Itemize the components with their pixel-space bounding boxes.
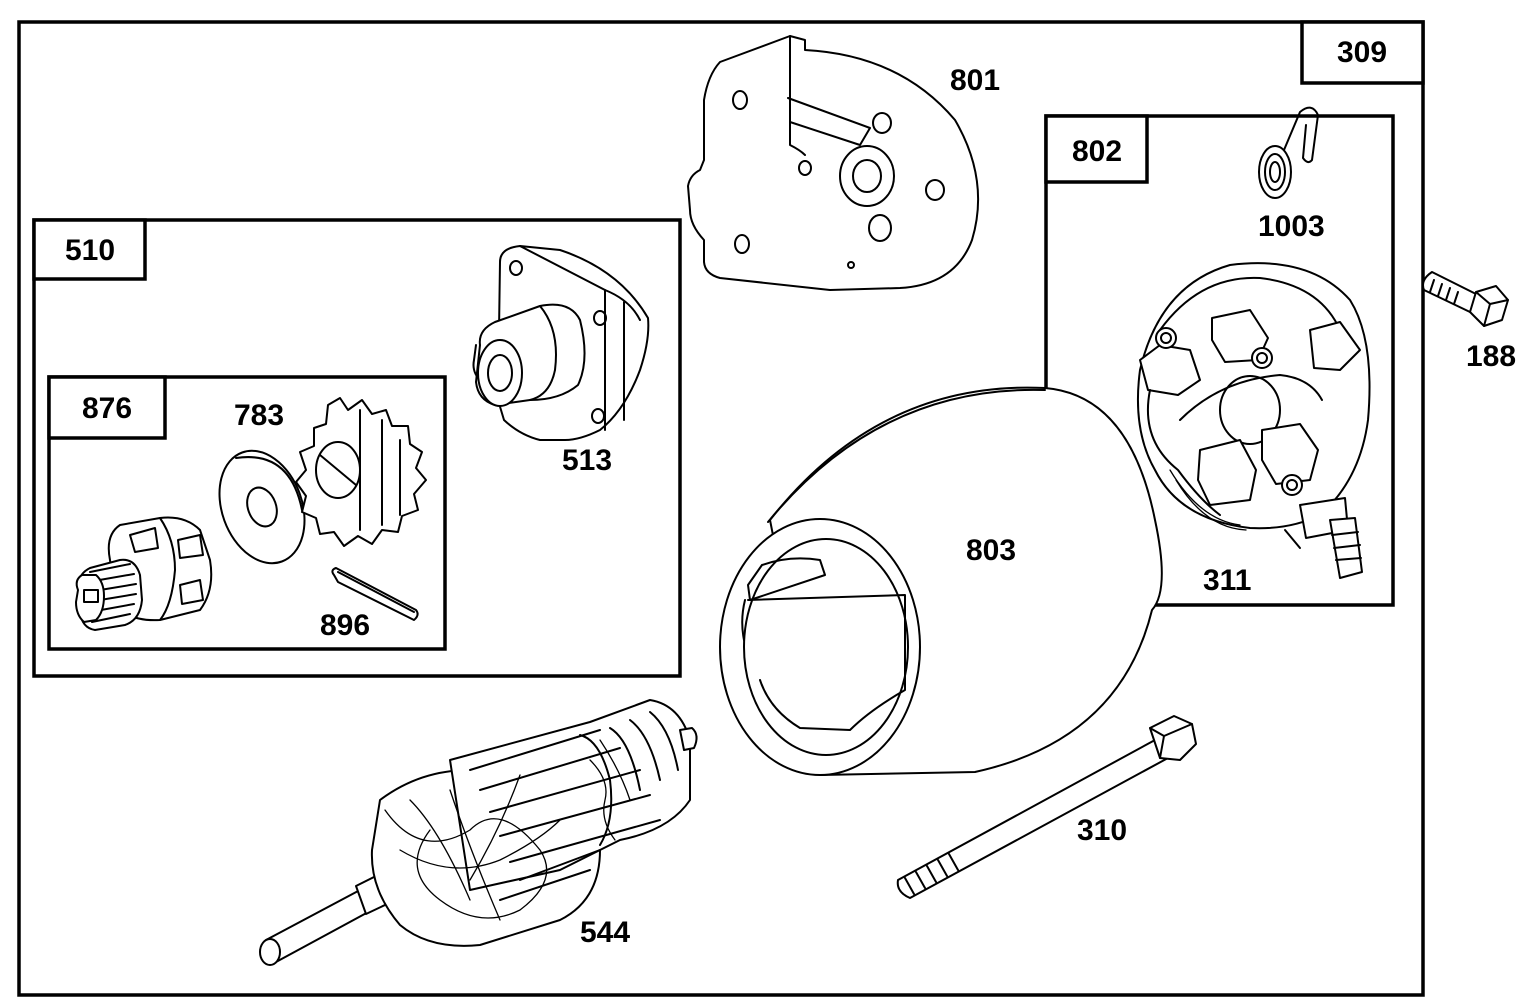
brush-holder-icon: 311 xyxy=(1136,262,1371,597)
part-311-label: 311 xyxy=(1203,564,1251,597)
washer-icon xyxy=(218,449,306,565)
part-310-label: 310 xyxy=(1077,814,1127,847)
motor-housing-icon: 803 xyxy=(719,386,1163,776)
mounting-bracket-icon: 801 xyxy=(687,35,1000,291)
subassembly-876-tag: 876 xyxy=(47,375,167,440)
pinion-gear-icon: 783 xyxy=(234,397,427,547)
roll-pin-icon: 896 xyxy=(320,567,419,642)
subassembly-510-label: 510 xyxy=(65,234,115,267)
brush-spring-icon: 1003 xyxy=(1258,106,1325,243)
part-801-label: 801 xyxy=(950,64,1000,97)
subassembly-802-label: 802 xyxy=(1072,135,1122,168)
subassembly-510-frame xyxy=(32,218,682,678)
subassembly-876-label: 876 xyxy=(82,392,132,425)
through-bolt-icon: 310 xyxy=(896,715,1197,899)
subassembly-876-frame xyxy=(47,375,447,651)
part-1003-label: 1003 xyxy=(1258,210,1325,243)
assembly-tag-label: 309 xyxy=(1337,36,1387,69)
subassembly-802-frame xyxy=(1044,114,1395,607)
bolt-icon: 188 xyxy=(1422,271,1516,373)
part-188-label: 188 xyxy=(1466,340,1516,373)
part-803-label: 803 xyxy=(966,534,1016,567)
part-896-label: 896 xyxy=(320,609,370,642)
part-783-label: 783 xyxy=(234,399,284,432)
subassembly-802-tag: 802 xyxy=(1044,114,1149,184)
drive-end-cap-icon: 513 xyxy=(472,245,650,477)
clutch-assembly-icon xyxy=(75,516,213,631)
assembly-frame xyxy=(17,20,1425,997)
part-544-label: 544 xyxy=(580,916,630,949)
armature-icon: 544 xyxy=(259,699,698,966)
part-513-label: 513 xyxy=(562,444,612,477)
subassembly-510-tag: 510 xyxy=(32,218,147,281)
assembly-tag: 309 xyxy=(1300,20,1425,85)
